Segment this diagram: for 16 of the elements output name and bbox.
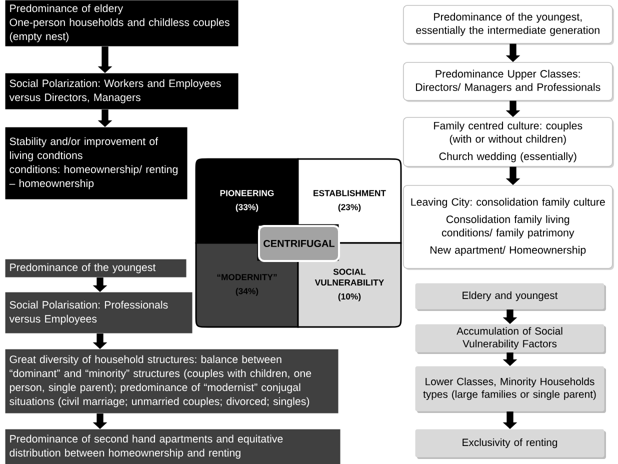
- rounded-box: Predominance of the youngest, essentially the intermediate generation: [403, 5, 614, 45]
- text-box: Eldery and youngest: [415, 283, 606, 311]
- text-box: Exclusivity of renting: [415, 429, 606, 459]
- text-box: Great diversity of household structures: balance between “dominant” and “minority” structures (couples with children, one person, single parent); predominance of “modernist” conjugal situations (civil marriage; unmarried couples; divorced; singles): [5, 349, 338, 414]
- text-box: Predominance of the youngest: [5, 259, 186, 278]
- text-box: Social Polarisation: Professionals versus Employees: [5, 292, 192, 334]
- text-box: Social Polarization: Workers and Employees versus Directors, Managers: [5, 73, 238, 110]
- text-box: Predominance of second hand apartments and equitative distribution between homeownership and renting: [5, 429, 340, 464]
- rounded-box: Family centred culture: couples (with or without children) Church wedding (essentially): [403, 117, 614, 168]
- text-box: Accumulation of Social Vulnerability Factors: [415, 324, 606, 354]
- text-box: Predominance of eldery One-person households and childless couples (empty nest): [5, 0, 238, 46]
- text-box: Lower Classes, Minority Households types (large families or single parent): [415, 366, 606, 413]
- rounded-box: Leaving City: consolidation family culture Consolidation family living conditions/ family patrimony New apartment/ Homeownership: [403, 185, 614, 270]
- rounded-box: Predominance Upper Classes: Directors/ Managers and Professionals: [403, 62, 614, 102]
- center-box: CENTRIFUGAL: [258, 225, 340, 262]
- text-box: Stability and/or improvement of living condtions conditions: homeownership/ renting – homeownership: [5, 127, 188, 200]
